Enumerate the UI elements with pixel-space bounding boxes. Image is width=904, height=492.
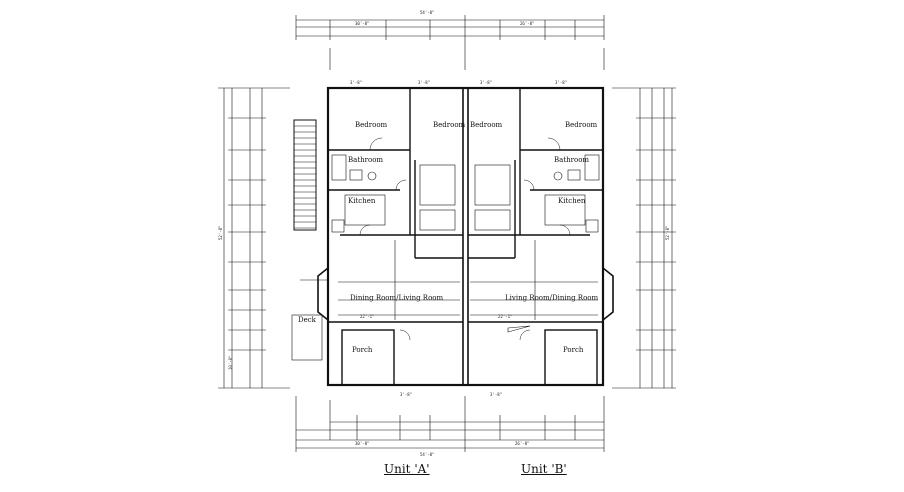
svg-text:3'-8": 3'-8" (418, 80, 430, 85)
svg-text:3'-8": 3'-8" (490, 392, 502, 397)
room-label-bathroom-a: Bathroom (348, 156, 383, 164)
room-label-kitchen-b: Kitchen (558, 197, 586, 205)
room-label-bathroom-b: Bathroom (554, 156, 589, 164)
dim-overall-bottom: 54'-0" (420, 452, 434, 457)
dim-half-top-a: 30'-8" (355, 21, 369, 26)
svg-text:3'-8": 3'-8" (400, 392, 412, 397)
svg-text:3'-8": 3'-8" (350, 80, 362, 85)
room-label-porch-a: Porch (352, 346, 373, 354)
unit-a-caption: Unit 'A' (384, 462, 430, 476)
dim-half-bottom-a: 30'-8" (355, 441, 369, 446)
dim-overall-left: 52'-8" (218, 226, 223, 240)
room-label-bedroom-b2: Bedroom (565, 121, 598, 129)
dim-overall-right: 52'-8" (665, 226, 670, 240)
room-label-deck: Deck (298, 316, 317, 324)
dim-depth-part: 10'-0" (228, 356, 233, 370)
room-label-bedroom-b: Bedroom (470, 121, 503, 129)
room-label-kitchen-a: Kitchen (348, 197, 376, 205)
room-label-bedroom-a: Bedroom (355, 121, 388, 129)
room-label-porch-b: Porch (563, 346, 584, 354)
dim-detail-a: 22'-1" (360, 314, 374, 319)
dim-detail-b: 22'-1" (498, 314, 512, 319)
dim-overall-top: 54'-0" (420, 10, 434, 15)
unit-b-caption: Unit 'B' (521, 462, 567, 476)
svg-text:3'-8": 3'-8" (480, 80, 492, 85)
dim-half-top-b: 26'-8" (520, 21, 534, 26)
room-label-bedroom-a2: Bedroom (433, 121, 466, 129)
dim-half-bottom-b: 26'-8" (515, 441, 529, 446)
svg-text:3'-8": 3'-8" (555, 80, 567, 85)
room-label-dining-living-a: Dining Room/Living Room (350, 294, 444, 302)
room-label-living-dining-b: Living Room/Dining Room (505, 294, 599, 302)
